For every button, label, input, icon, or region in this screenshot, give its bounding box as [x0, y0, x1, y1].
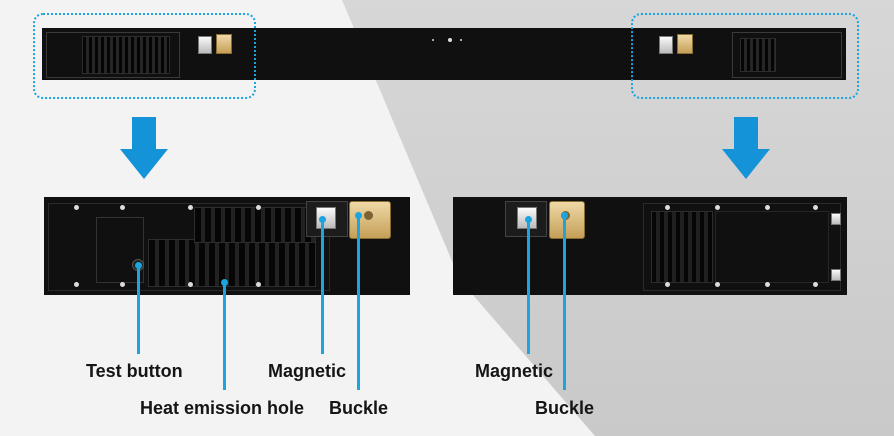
- screw-hole: [665, 205, 670, 210]
- top-full-panel: [42, 28, 846, 80]
- top-left-vent-grid: [82, 36, 170, 74]
- screw-hole: [188, 205, 193, 210]
- arrow-down-icon: [722, 117, 770, 179]
- buckle-screw: [364, 211, 373, 220]
- buckle-block: [549, 201, 585, 239]
- top-right-magnetic-block: [659, 36, 673, 54]
- heat-emission-fins: [148, 239, 316, 287]
- screw-hole: [188, 282, 193, 287]
- screw-hole: [74, 205, 79, 210]
- buckle-label: Buckle: [535, 398, 595, 418]
- top-right-vent-grid: [740, 38, 776, 72]
- right-zoom-panel: [453, 197, 847, 295]
- buckle-leader: [563, 215, 566, 390]
- top-center-hole: [432, 39, 434, 41]
- right-highlight-box: [631, 13, 859, 99]
- screw-hole: [665, 282, 670, 287]
- magnetic-leader: [527, 219, 530, 354]
- buckle-leader: [357, 215, 360, 390]
- screw-hole: [765, 205, 770, 210]
- screw-hole: [765, 282, 770, 287]
- screw-hole: [256, 205, 261, 210]
- heat-emission-hole-label: Heat emission hole: [140, 398, 305, 418]
- top-right-bracket: [732, 32, 842, 78]
- left-highlight-box: [33, 13, 256, 99]
- top-right-buckle-block: [677, 34, 693, 54]
- buckle-label: Buckle: [329, 398, 389, 418]
- top-left-buckle-block: [216, 34, 232, 54]
- screw-hole: [120, 282, 125, 287]
- screw-hole: [813, 205, 818, 210]
- screw-hole: [256, 282, 261, 287]
- heat-emission-fins-upper: [194, 207, 316, 243]
- top-center-hole: [448, 38, 452, 42]
- magnetic-leader: [321, 219, 324, 354]
- top-left-magnetic-block: [198, 36, 212, 54]
- left-zoom-panel: [44, 197, 410, 295]
- screw-hole: [715, 282, 720, 287]
- test-button-label: Test button: [86, 361, 183, 381]
- test-button-leader: [137, 265, 140, 354]
- buckle-block: [349, 201, 391, 239]
- heat-hole-leader: [223, 282, 226, 390]
- arrow-down-icon: [120, 117, 168, 179]
- screw-hole: [120, 205, 125, 210]
- magnetic-label: Magnetic: [268, 361, 347, 381]
- screw-hole: [715, 205, 720, 210]
- magnetic-label: Magnetic: [475, 361, 554, 381]
- right-zoom-inner-plate: [715, 211, 829, 283]
- top-center-hole: [460, 39, 462, 41]
- right-clip: [831, 213, 841, 225]
- screw-hole: [813, 282, 818, 287]
- right-zoom-vent: [651, 211, 713, 283]
- left-zoom-bracket: [48, 203, 330, 291]
- screw-hole: [74, 282, 79, 287]
- right-zoom-bracket: [643, 203, 841, 291]
- top-left-bracket: [46, 32, 180, 78]
- right-clip: [831, 269, 841, 281]
